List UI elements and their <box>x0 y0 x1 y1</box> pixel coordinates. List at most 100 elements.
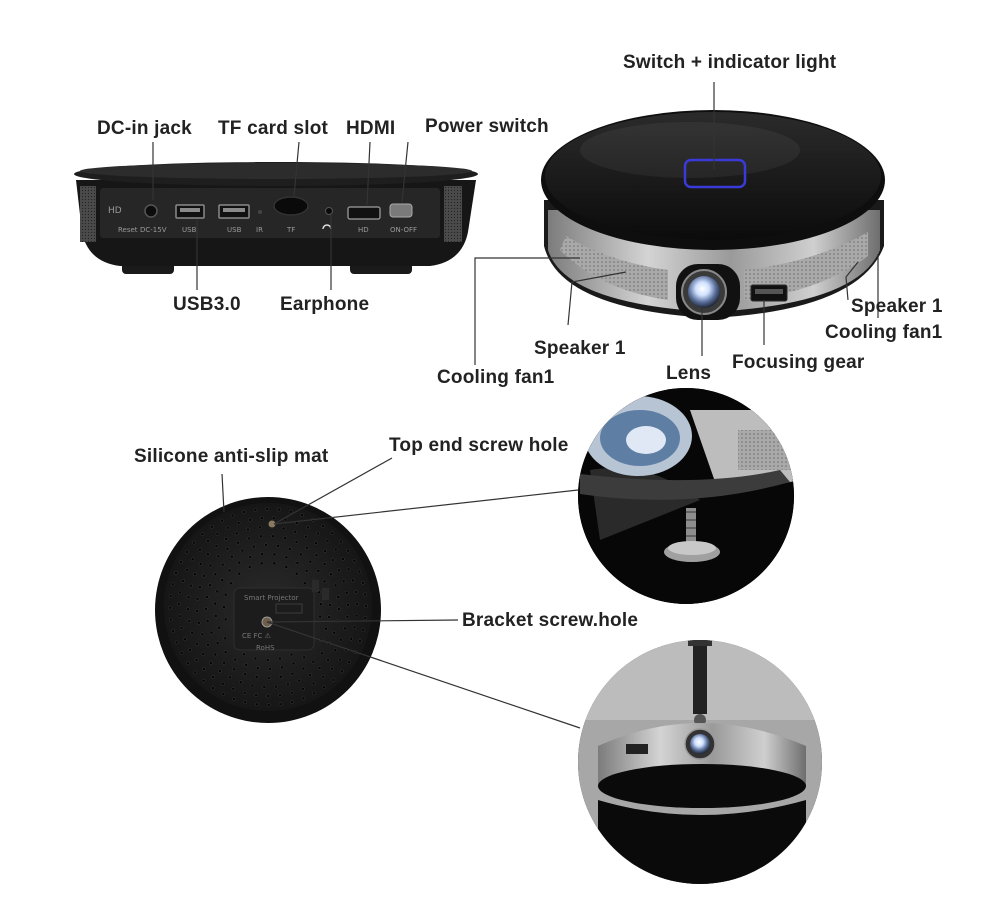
vent-hole <box>217 625 222 630</box>
label-bracket-screw-hole: Bracket screw.hole <box>462 610 639 631</box>
vent-hole <box>333 583 338 588</box>
vent-hole <box>354 613 359 618</box>
vent-hole <box>301 687 305 691</box>
vent-hole <box>211 686 215 690</box>
vent-hole <box>304 568 309 573</box>
vent-hole <box>301 666 306 671</box>
vent-hole <box>201 678 206 683</box>
vent-hole <box>185 550 189 554</box>
vent-hole <box>189 583 193 588</box>
rear-port-view: HD Reset DC-15V USB USB IR TF HD ON-OFF <box>74 162 478 274</box>
vent-hole <box>337 607 341 612</box>
vent-hole <box>219 518 224 523</box>
vent-hole <box>322 685 327 690</box>
vent-hole <box>195 641 199 646</box>
label-hdmi: HDMI <box>346 118 396 139</box>
vent-hole <box>286 682 290 687</box>
vent-hole <box>272 561 277 566</box>
vent-hole <box>326 657 330 662</box>
vent-hole <box>206 643 210 647</box>
vent-hole <box>174 571 178 575</box>
vent-hole <box>345 614 350 619</box>
port-tf-text: TF <box>286 226 295 234</box>
vent-hole <box>288 509 293 514</box>
vent-hole <box>343 626 347 631</box>
label-tf-card-slot: TF card slot <box>218 118 329 139</box>
vent-hole <box>200 632 205 637</box>
vent-hole <box>205 619 210 623</box>
vent-hole <box>265 658 270 662</box>
vent-hole <box>312 691 317 696</box>
underside-view: Smart Projector CE FC ⚠ RoHS <box>155 497 381 723</box>
vent-hole <box>225 546 230 551</box>
label-silicone-mat: Silicone anti-slip mat <box>134 446 329 467</box>
vent-hole <box>314 541 318 545</box>
vent-hole <box>209 661 213 665</box>
vent-hole <box>252 544 256 549</box>
vent-hole <box>308 673 312 677</box>
inset-bracket-mount <box>578 640 822 884</box>
vent-hole <box>243 672 247 677</box>
vent-hole <box>183 637 187 642</box>
port-onoff-text: ON-OFF <box>390 226 417 234</box>
vent-hole <box>228 675 232 680</box>
port-ir-text: IR <box>256 226 263 234</box>
vent-hole <box>283 536 287 540</box>
vent-hole <box>346 567 351 572</box>
vent-hole <box>239 680 243 685</box>
vent-hole <box>191 557 195 562</box>
vent-hole <box>198 547 202 552</box>
vent-hole <box>240 548 245 553</box>
vent-hole <box>298 552 303 557</box>
vent-hole <box>202 667 207 671</box>
vent-hole <box>297 678 302 683</box>
vent-hole <box>211 675 215 679</box>
vent-hole <box>216 554 221 559</box>
top-screw-hole-icon <box>268 520 276 528</box>
label-speaker-1-right: Speaker 1 <box>851 296 943 317</box>
vent-hole <box>174 640 179 645</box>
vent-hole <box>229 581 233 586</box>
vent-hole <box>186 595 191 600</box>
vent-hole <box>304 534 308 539</box>
vent-hole <box>215 641 220 645</box>
plate-rohs-text: RoHS <box>256 644 275 652</box>
vent-hole <box>303 581 307 586</box>
vent-hole <box>289 652 294 657</box>
vent-hole <box>339 669 344 674</box>
vent-hole <box>271 534 276 539</box>
speaker-grille-right <box>744 232 868 300</box>
vent-hole <box>278 702 283 707</box>
vent-hole <box>260 552 264 557</box>
port-usb-a-text: USB <box>182 226 197 234</box>
speaker-grille-left <box>560 236 668 300</box>
vent-hole <box>190 630 195 635</box>
vent-hole <box>301 696 306 701</box>
vent-hole <box>230 513 235 518</box>
vent-hole <box>208 583 212 588</box>
vent-hole <box>250 683 255 688</box>
projector-front-view <box>541 110 885 320</box>
vent-hole <box>222 660 226 665</box>
vent-hole <box>364 604 368 609</box>
vent-hole <box>200 532 205 536</box>
label-earphone: Earphone <box>280 294 370 315</box>
vent-hole <box>289 690 294 695</box>
vent-hole <box>248 517 252 522</box>
vent-hole <box>213 572 218 577</box>
vent-hole <box>179 560 183 564</box>
vent-hole <box>177 614 182 618</box>
vent-hole <box>264 543 268 547</box>
vent-hole <box>247 536 252 541</box>
vent-hole <box>233 657 238 662</box>
vent-hole <box>324 626 328 631</box>
vent-hole <box>272 552 277 557</box>
hdmi-port <box>347 206 381 220</box>
leader-lines <box>152 82 879 729</box>
vent-hole <box>236 521 241 525</box>
vent-hole <box>179 651 184 656</box>
vent-hole <box>209 524 214 529</box>
vent-hole <box>223 617 228 622</box>
label-top-screw-hole: Top end screw hole <box>389 435 569 456</box>
